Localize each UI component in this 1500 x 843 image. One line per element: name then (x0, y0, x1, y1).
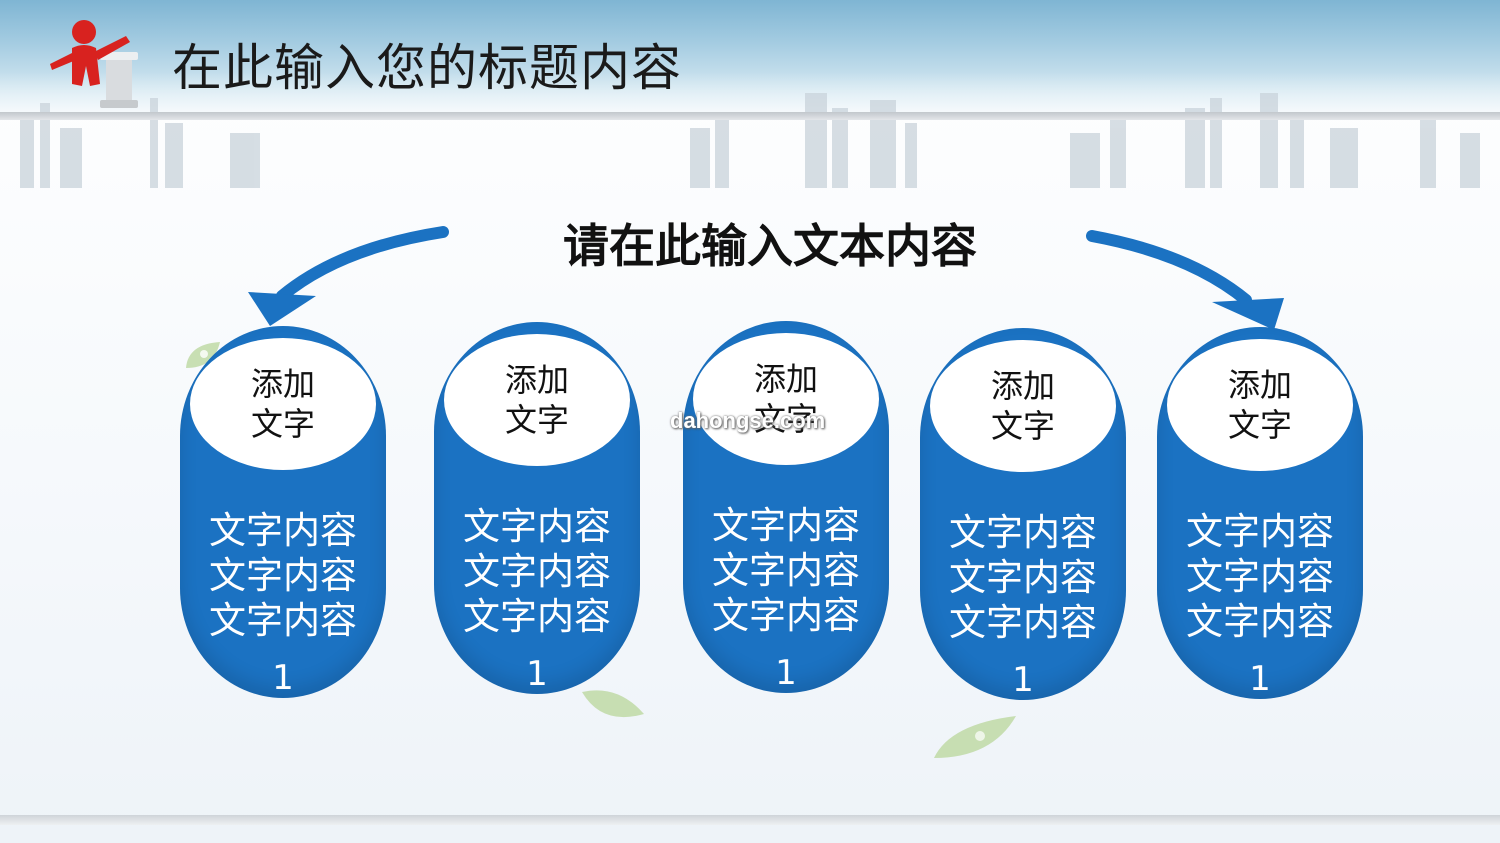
leaf-icon (934, 716, 1016, 758)
header-divider (0, 112, 1500, 120)
card-3: 添加 文字 文字内容 文字内容 文字内容 1 (683, 321, 889, 693)
section-subtitle: 请在此输入文本内容 (563, 219, 977, 273)
card-cap-line2: 文字 (1227, 406, 1292, 444)
card-body: 文字内容 文字内容 文字内容 (1157, 509, 1363, 644)
watermark-text: dahongse.com (670, 408, 826, 433)
page-title: 在此输入您的标题内容 (172, 39, 682, 97)
card-body-line: 文字内容 (463, 505, 611, 548)
leaf-icon (582, 690, 644, 718)
card-cap-line2: 文字 (753, 400, 818, 438)
header-band (0, 0, 1500, 112)
card-5: 添加 文字 文字内容 文字内容 文字内容 1 (1157, 327, 1363, 699)
card-cap: 添加 文字 (1167, 339, 1353, 471)
city-skyline-decoration (20, 93, 1480, 188)
card-body-line: 文字内容 (712, 549, 860, 592)
card-1: 添加 文字 文字内容 文字内容 文字内容 1 (180, 326, 386, 698)
card-number: 1 (272, 658, 294, 698)
card-body-line: 文字内容 (1186, 510, 1334, 553)
card-cap-line1: 添加 (753, 360, 818, 398)
card-2: 添加 文字 文字内容 文字内容 文字内容 1 (434, 322, 640, 694)
card-body-line: 文字内容 (463, 550, 611, 593)
card-cap: 添加 文字 (190, 338, 376, 470)
curved-arrow-right-icon (1086, 230, 1284, 330)
curved-arrow-left-icon (248, 226, 449, 326)
card-4: 添加 文字 文字内容 文字内容 文字内容 1 (920, 328, 1126, 700)
card-body-line: 文字内容 (1186, 555, 1334, 598)
card-cap-line1: 添加 (1227, 366, 1292, 404)
card-body-line: 文字内容 (949, 511, 1097, 554)
card-number: 1 (1012, 660, 1034, 700)
card-body-line: 文字内容 (1186, 600, 1334, 643)
card-body-line: 文字内容 (463, 595, 611, 638)
card-body-line: 文字内容 (712, 504, 860, 547)
footer-divider (0, 815, 1500, 825)
card-body: 文字内容 文字内容 文字内容 (180, 508, 386, 643)
card-cap-line1: 添加 (250, 365, 315, 403)
card-cap-line1: 添加 (504, 361, 569, 399)
card-cap-line2: 文字 (250, 405, 315, 443)
presenter-figure-icon (50, 20, 138, 108)
card-number: 1 (1249, 659, 1271, 699)
card-body: 文字内容 文字内容 文字内容 (683, 503, 889, 638)
leaf-icon (186, 342, 220, 368)
card-body-line: 文字内容 (209, 554, 357, 597)
card-cap: 添加 文字 (930, 340, 1116, 472)
card-body-line: 文字内容 (209, 599, 357, 642)
card-cap: 添加 文字 (444, 334, 630, 466)
card-number: 1 (526, 654, 548, 694)
card-body: 文字内容 文字内容 文字内容 (434, 504, 640, 639)
card-body-line: 文字内容 (712, 594, 860, 637)
card-cap-line2: 文字 (990, 407, 1055, 445)
card-number: 1 (775, 653, 797, 693)
card-body-line: 文字内容 (949, 556, 1097, 599)
card-body-line: 文字内容 (209, 509, 357, 552)
card-cap-line2: 文字 (504, 401, 569, 439)
card-cap-line1: 添加 (990, 367, 1055, 405)
card-body: 文字内容 文字内容 文字内容 (920, 510, 1126, 645)
card-body-line: 文字内容 (949, 601, 1097, 644)
card-cap: 添加 文字 (693, 333, 879, 465)
